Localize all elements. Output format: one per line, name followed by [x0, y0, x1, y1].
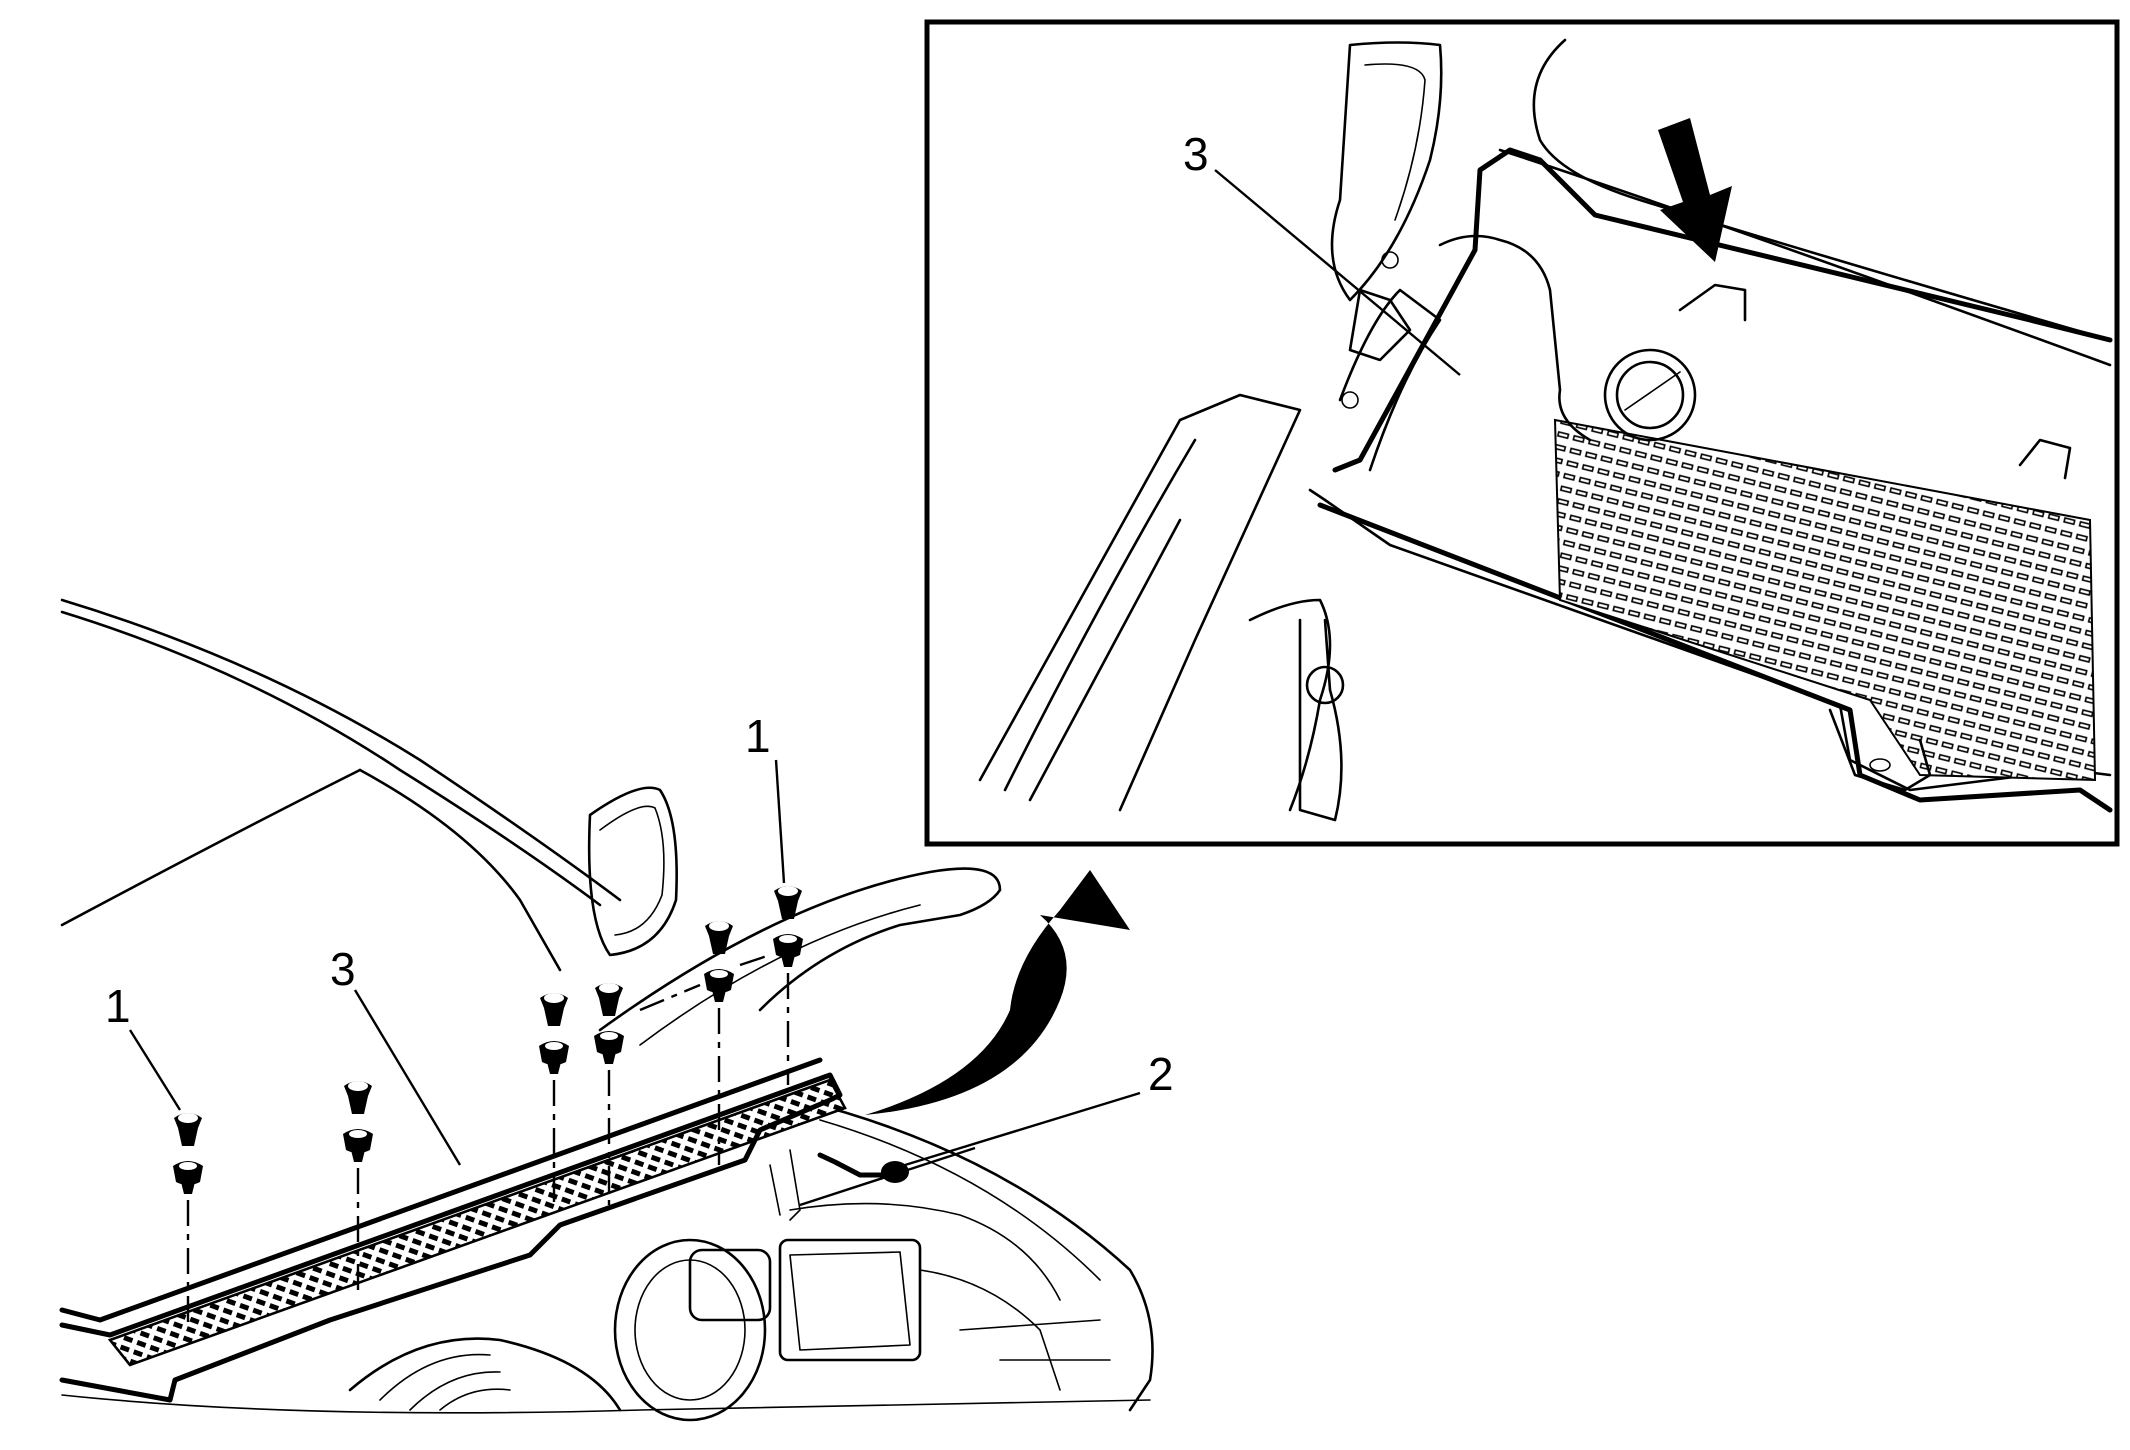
fastener-clip	[539, 993, 569, 1074]
inset-hinge-bracket	[1348, 288, 1412, 362]
leader-panel-main	[353, 989, 462, 1166]
windshield-edge	[60, 598, 622, 902]
detail-view-arrow	[865, 870, 1130, 1115]
leader-hose	[904, 1091, 1141, 1167]
callout-hose: 2	[1148, 1048, 1174, 1100]
fasteners-main	[173, 886, 803, 1330]
inset-washer-hose	[1438, 234, 1592, 442]
fastener-clip	[704, 921, 734, 1002]
fender-line	[798, 1098, 1154, 1412]
inset-bolt	[1341, 391, 1359, 409]
vehicle-overview	[59, 598, 1154, 1422]
fastener-link-line	[739, 953, 771, 967]
inset-location-arrow	[1658, 118, 1732, 262]
detail-inset: 3	[924, 19, 2120, 847]
engine-components	[919, 1269, 1111, 1391]
inset-reservoir-cap	[1603, 348, 1697, 442]
air-intake	[348, 1337, 622, 1412]
inset-windshield-edge-2	[1498, 148, 2112, 367]
inset-reservoir-cap-inner	[1615, 360, 1685, 430]
callout-fastener-right: 1	[745, 710, 771, 762]
cowl-panel-front-edge	[59, 1072, 843, 1403]
inset-clip	[1678, 283, 1747, 322]
inset-hood-panel	[978, 393, 1302, 812]
brake-booster	[613, 1238, 767, 1422]
inset-windshield-edge	[1532, 38, 2112, 342]
a-pillar	[358, 768, 562, 972]
inset-hinge-pivot	[1298, 618, 1343, 822]
fender-inner	[819, 1119, 1101, 1281]
inset-mounting-hole	[1869, 758, 1891, 772]
hood-crease	[639, 904, 921, 1046]
cowl-grille	[107, 1078, 847, 1367]
intake-ribs	[379, 1353, 511, 1411]
cowl-panel-rear-edge	[59, 1057, 823, 1323]
leader-hose-lower	[799, 1146, 976, 1207]
inset-hood-panel-inner	[1003, 438, 1197, 802]
fastener-clip	[773, 886, 803, 967]
inset-reservoir-cap-detail	[1624, 371, 1681, 411]
inset-cowl-front-edge	[1317, 502, 2113, 813]
callout-panel-detail: 3	[1183, 128, 1209, 180]
master-cylinder-reservoir	[688, 1248, 772, 1322]
inset-cowl-panel	[1332, 147, 2113, 473]
inset-hood-strut-inner	[1364, 63, 1426, 221]
leader-fastener-right	[774, 759, 786, 884]
fastener-clip	[343, 1081, 373, 1162]
hose-bracket	[769, 1149, 801, 1221]
bay-edge	[61, 1394, 1151, 1414]
inset-bolt	[1381, 251, 1399, 269]
windshield-reflection	[60, 768, 362, 927]
inset-hood-strut	[1330, 41, 1443, 302]
fastener-clip	[173, 1113, 203, 1194]
inset-cowl-grille	[1553, 418, 2097, 782]
fastener-link-line	[639, 983, 701, 1012]
wire-harness	[789, 1202, 1061, 1301]
inset-mounting-tab	[1828, 708, 1932, 792]
leader-fastener-left	[128, 1029, 182, 1111]
side-mirror	[587, 786, 678, 957]
hood-outline	[598, 867, 1002, 1032]
inset-hinge-bolt	[1305, 665, 1345, 705]
callout-fastener-left: 1	[105, 980, 131, 1032]
fuse-box-lid	[789, 1251, 911, 1351]
callout-panel-main: 3	[330, 943, 356, 995]
washer-hose	[817, 1152, 893, 1178]
engine-bay	[61, 1202, 1151, 1422]
windshield-edge-inner	[60, 610, 602, 907]
inset-hinge-lower	[1248, 598, 1332, 812]
fuse-box	[778, 1238, 922, 1362]
inset-clip	[2018, 438, 2072, 480]
leader-panel-detail	[1214, 169, 1461, 376]
callouts-main: 1 1 3 2	[105, 710, 1174, 1207]
side-mirror-inner	[599, 805, 665, 936]
